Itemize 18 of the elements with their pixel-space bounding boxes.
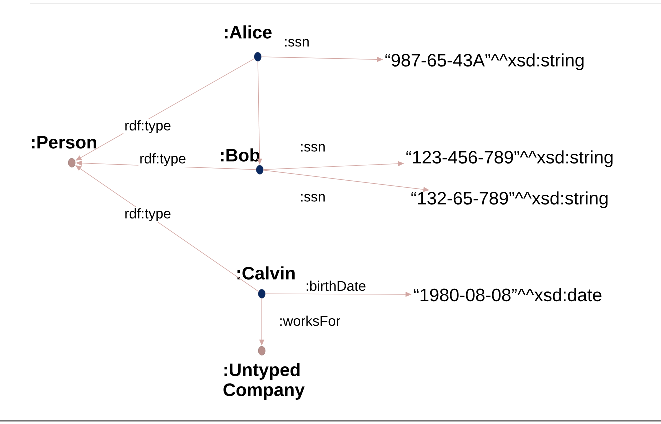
edge-label: :ssn <box>283 38 311 48</box>
node-label: :Person <box>32 136 96 149</box>
node-label: :Calvin <box>238 266 295 280</box>
node-label: :Bob <box>221 148 260 162</box>
node-label: :Alice <box>225 26 272 39</box>
literal-text: “987-65-43A”^^xsd:string <box>386 54 584 70</box>
literal-text: “1980-08-08”^^xsd:date <box>414 288 602 302</box>
edge-label: :ssn <box>299 143 327 153</box>
edge-label: :birthDate <box>304 280 368 292</box>
edge-label: rdf:type <box>138 152 188 168</box>
arrow <box>76 166 260 292</box>
node-label: :Untyped Company <box>224 363 305 400</box>
edge-label: :worksFor <box>278 314 342 328</box>
literal-text: “132-65-789”^^xsd:string <box>412 192 608 208</box>
edge-label: rdf:type <box>124 207 172 223</box>
edge-label: :ssn <box>299 193 327 203</box>
literal-text: “123-456-789”^^xsd:string <box>406 150 613 168</box>
edge-label: rdf:type <box>124 119 172 135</box>
